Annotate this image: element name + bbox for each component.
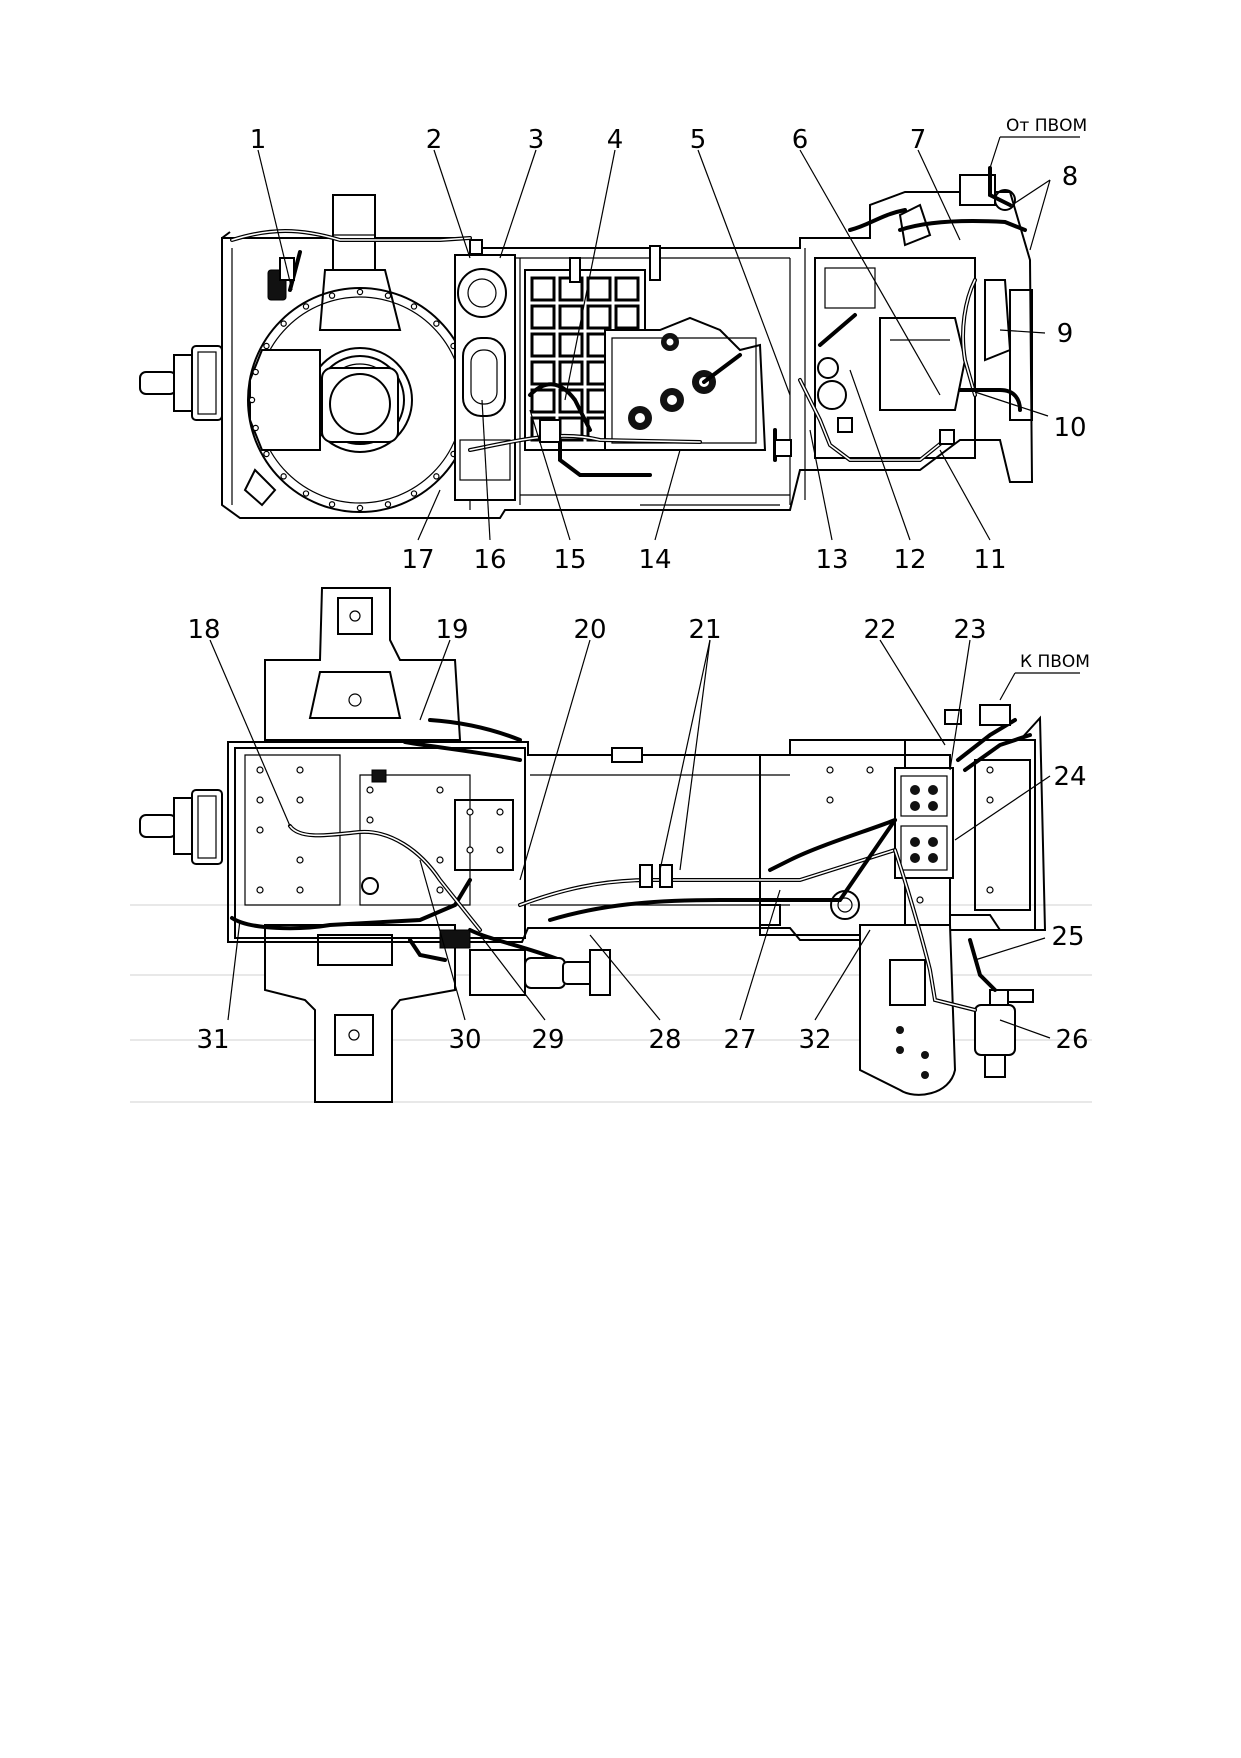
callout-10: 10 [1053,413,1086,443]
callout-11: 11 [973,545,1006,575]
top-pump-unit [454,254,516,501]
bottom-fittings [371,704,1011,926]
top-round-housing [243,287,473,513]
callout-14: 14 [638,545,671,575]
callout-17: 17 [401,545,434,575]
top-housing [221,191,1034,519]
callout-24: 24 [1053,762,1086,792]
callout-2: 2 [426,125,443,155]
bottom-axle-housing [264,587,462,1103]
callout-1: 1 [250,125,267,155]
bottom-leader-lines [209,639,1080,1039]
bottom-view: 18 19 20 21 22 23 24 25 26 27 28 29 30 3… [130,587,1092,1103]
bottom-pump [439,929,611,996]
top-callouts: 1 2 3 4 5 6 7 8 9 10 11 12 13 14 15 16 1… [250,116,1087,575]
callout-31: 31 [196,1025,229,1055]
callout-28: 28 [648,1025,681,1055]
bottom-main-frame [227,715,1047,943]
top-output-flange [139,345,223,421]
tag-from-pto: От ПВОМ [1006,116,1087,136]
callout-21: 21 [688,615,721,645]
callout-22: 22 [863,615,896,645]
callout-23: 23 [953,615,986,645]
callout-25: 25 [1051,922,1084,952]
callout-7: 7 [910,125,927,155]
callout-15: 15 [553,545,586,575]
callout-26: 26 [1055,1025,1088,1055]
bottom-bolts [256,766,994,934]
callout-13: 13 [815,545,848,575]
tag-to-pto: К ПВОМ [1020,652,1090,672]
callout-9: 9 [1057,319,1074,349]
callout-20: 20 [573,615,606,645]
top-view: 1 2 3 4 5 6 7 8 9 10 11 12 13 14 15 16 1… [139,116,1087,575]
top-rear-housing [814,174,1033,459]
callout-8: 8 [1062,162,1079,192]
callout-30: 30 [448,1025,481,1055]
callout-3: 3 [528,125,545,155]
callout-5: 5 [690,125,707,155]
top-leader-lines [257,136,1080,541]
callout-4: 4 [607,125,624,155]
top-hoses [230,166,1027,477]
top-gear-cover [604,316,767,451]
bottom-valve-block [894,767,954,879]
callout-12: 12 [893,545,926,575]
callout-29: 29 [531,1025,564,1055]
callout-32: 32 [798,1025,831,1055]
top-vertical-duct [318,194,402,331]
callout-27: 27 [723,1025,756,1055]
callout-18: 18 [187,615,220,645]
callout-16: 16 [473,545,506,575]
bottom-callouts: 18 19 20 21 22 23 24 25 26 27 28 29 30 3… [187,615,1090,1055]
callout-19: 19 [435,615,468,645]
callout-6: 6 [792,125,809,155]
bottom-output-flange [139,789,223,865]
top-fittings [267,239,955,457]
